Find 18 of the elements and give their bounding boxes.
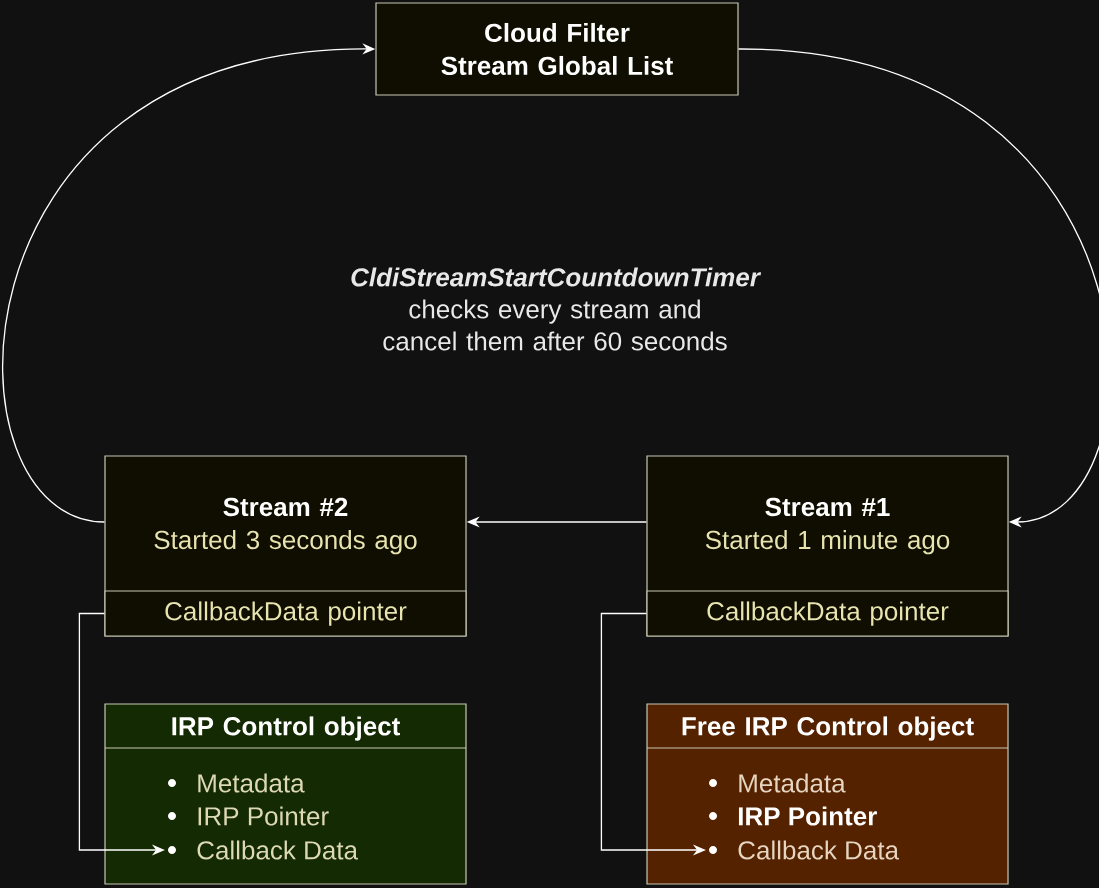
- node-label: IRP Pointer: [198, 806, 329, 826]
- list-item: Metadata: [709, 773, 846, 793]
- list-box: Cloud Filter Stream Global List: [375, 2, 739, 96]
- node-label: Callback Data: [738, 840, 900, 860]
- list-item: Metadata: [168, 773, 305, 793]
- pointer-row: CallbackData pointer: [104, 590, 467, 637]
- list-item: IRP Pointer: [709, 806, 877, 826]
- node-label: IRP Pointer: [738, 806, 877, 826]
- function-name: CldiStreamStartCountdownTimer: [351, 267, 762, 287]
- node-label: Metadata: [739, 773, 846, 793]
- list-item: Callback Data: [168, 840, 358, 860]
- list-item: IRP Pointer: [168, 806, 329, 826]
- node-label: Callback Data: [197, 840, 359, 860]
- note-text: checks every stream and cancel them after 60 seconds: [383, 299, 727, 351]
- list-item: Callback Data: [709, 840, 899, 860]
- pointer-row: CallbackData pointer: [646, 590, 1009, 637]
- arrow: [737, 48, 1099, 528]
- node-label: Metadata: [198, 773, 305, 793]
